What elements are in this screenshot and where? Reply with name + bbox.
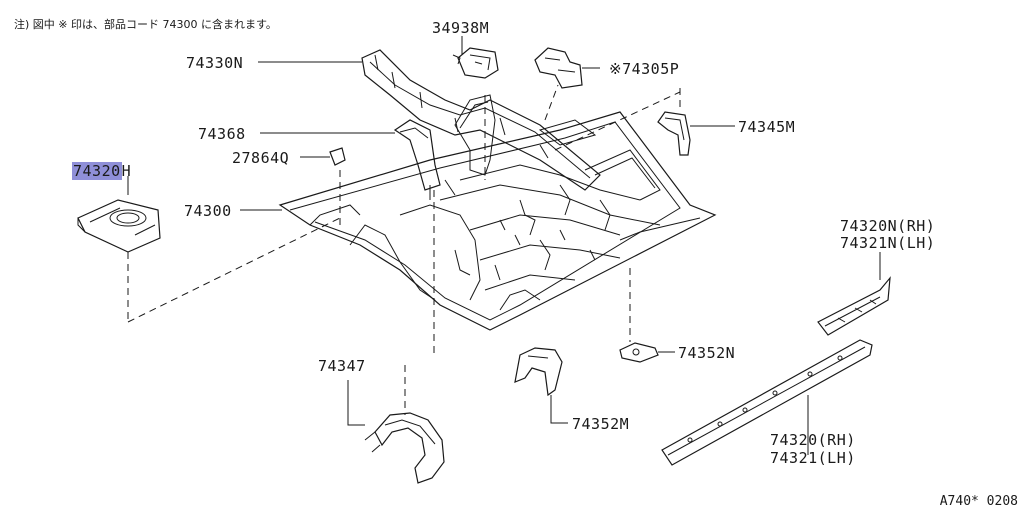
drawing-code: A740* 0208 [939,494,1018,509]
part-label-74320H[interactable]: 74320H [72,162,132,180]
center-member-74330N [361,49,601,191]
part-label-74320N-rh[interactable]: 74320N(RH) [840,217,936,235]
part-label-74320-rh[interactable]: 74320(RH) [770,431,856,449]
sill-74320N [817,276,891,336]
part-label-34938M[interactable]: 34938M [432,19,490,37]
part-label-74321-lh[interactable]: 74321(LH) [770,449,856,467]
floor-panel-74300 [278,111,717,331]
part-label-74330N[interactable]: 74330N [186,54,244,72]
bracket-74352M [514,347,563,397]
dashed-guides [127,84,681,415]
part-label-74321N-lh[interactable]: 74321N(LH) [840,234,936,252]
sill-74320 [661,339,873,466]
part-suffix: H [121,162,132,180]
part-label-74368[interactable]: 74368 [198,125,246,143]
note-text: 注) 図中 ※ 印は、部品コード 74300 に含まれます。 [14,18,277,31]
part-label-74300[interactable]: 74300 [184,202,232,220]
bracket-74305P [534,47,583,89]
panel-74320H [77,199,161,253]
part-label-74352N[interactable]: 74352N [678,344,736,362]
asterisk-mark: ※ [609,60,623,78]
bracket-34938M [452,47,499,79]
part-label-27864Q[interactable]: 27864Q [232,149,290,167]
cross-member-74368 [393,94,496,191]
highlighted-part-number: 74320 [72,162,122,180]
bracket-74345M [657,111,691,156]
part-label-74305P-text: 74305P [622,60,680,78]
wheelhouse-74347 [364,412,445,484]
part-label-74345M[interactable]: 74345M [738,118,796,136]
bracket-74352N [619,342,659,363]
part-label-74347[interactable]: 74347 [318,357,366,375]
leader-lines [127,36,881,455]
part-label-74305P[interactable]: ※74305P [609,61,679,77]
clip-27864Q [329,147,346,166]
part-label-74352M[interactable]: 74352M [572,415,630,433]
